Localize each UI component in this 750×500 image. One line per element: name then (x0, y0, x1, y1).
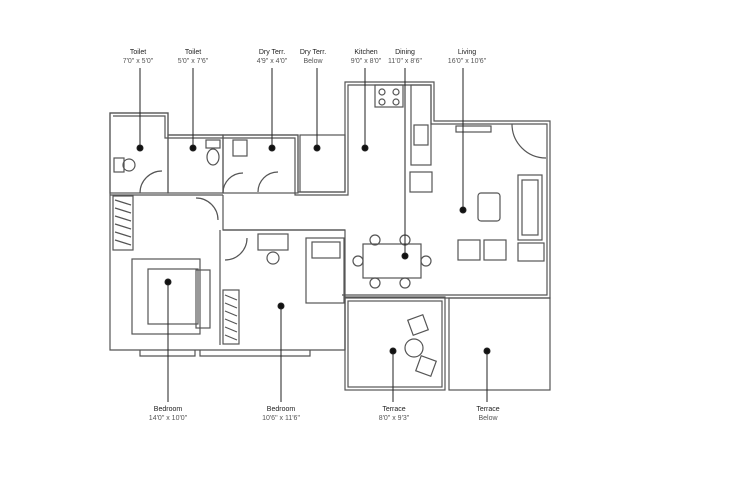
door-swing (222, 172, 244, 194)
label-dry-terrace-2: Dry Terr. Below (268, 48, 358, 66)
toilet-2-room (167, 134, 224, 194)
room-dimension: Below (303, 58, 323, 65)
kitchen-counter (410, 84, 432, 166)
toilet-1-room (109, 112, 169, 194)
room-name: Dry Terr. (299, 49, 327, 56)
label-terrace-2: Terrace Below (443, 405, 533, 423)
sink (413, 124, 429, 146)
room-name: Dining (395, 49, 415, 56)
label-toilet-1: Toilet 7'0" x 5'0" (93, 48, 183, 66)
label-living: Living 16'0" x 10'6" (422, 48, 512, 66)
room-dimension: 4'9" x 4'0" (256, 58, 288, 65)
room-dimension: 11'0" x 8'6" (388, 58, 422, 65)
window (139, 350, 311, 357)
corridor-wall (110, 194, 345, 231)
terrace-2-room (448, 297, 551, 391)
stove (374, 84, 404, 108)
label-bedroom-1: Bedroom 14'0" x 10'0" (123, 405, 213, 423)
door-swing (195, 197, 219, 221)
room-name: Bedroom (153, 406, 183, 413)
room-name: Kitchen (354, 49, 378, 56)
room-dimension: 7'0" x 5'0" (122, 58, 154, 65)
label-bedroom-2: Bedroom 10'6" x 11'6" (236, 405, 326, 423)
room-dimension: 14'0" x 10'0" (148, 415, 188, 422)
room-name: Bedroom (266, 406, 296, 413)
dry-terrace-2-room (299, 134, 346, 193)
tv-unit (455, 125, 492, 133)
coffee-table (477, 192, 501, 222)
label-dining: Dining 11'0" x 8'6" (360, 48, 450, 66)
dry-terrace-1-room (222, 134, 299, 194)
room-name: Dry Terr. (258, 49, 286, 56)
outer-wall (109, 81, 551, 351)
label-dry-terrace-1: Dry Terr. 4'9" x 4'0" (227, 48, 317, 66)
room-name: Toilet (129, 49, 147, 56)
label-kitchen: Kitchen 9'0" x 8'0" (321, 48, 411, 66)
door-swing (257, 171, 279, 193)
door-swing (511, 123, 547, 159)
room-dimension: 8'0" x 9'3" (378, 415, 410, 422)
terrace-1-room (344, 297, 446, 391)
room-name: Terrace (382, 406, 406, 413)
room-name: Living (457, 49, 477, 56)
room-dimension: 9'0" x 8'0" (350, 58, 382, 65)
room-dimension: Below (478, 415, 498, 422)
wardrobe-2 (222, 289, 240, 345)
label-terrace-1: Terrace 8'0" x 9'3" (349, 405, 439, 423)
bed-2 (305, 237, 345, 304)
room-name: Toilet (184, 49, 202, 56)
bedroom-2-wall (223, 229, 346, 350)
study-table (257, 233, 289, 251)
sofa (517, 174, 543, 241)
wardrobe-1 (112, 195, 134, 251)
bed-1 (131, 258, 201, 335)
room-dimension: 5'0" x 7'6" (177, 58, 209, 65)
label-toilet-2: Toilet 5'0" x 7'6" (148, 48, 238, 66)
dining-table (362, 243, 422, 279)
room-dimension: 10'6" x 11'6" (262, 415, 300, 422)
door-swing (224, 237, 248, 261)
room-name: Terrace (476, 406, 500, 413)
room-dimension: 16'0" x 10'6" (447, 58, 487, 65)
inner-outer-wall (113, 84, 548, 296)
door-swing (139, 170, 163, 194)
